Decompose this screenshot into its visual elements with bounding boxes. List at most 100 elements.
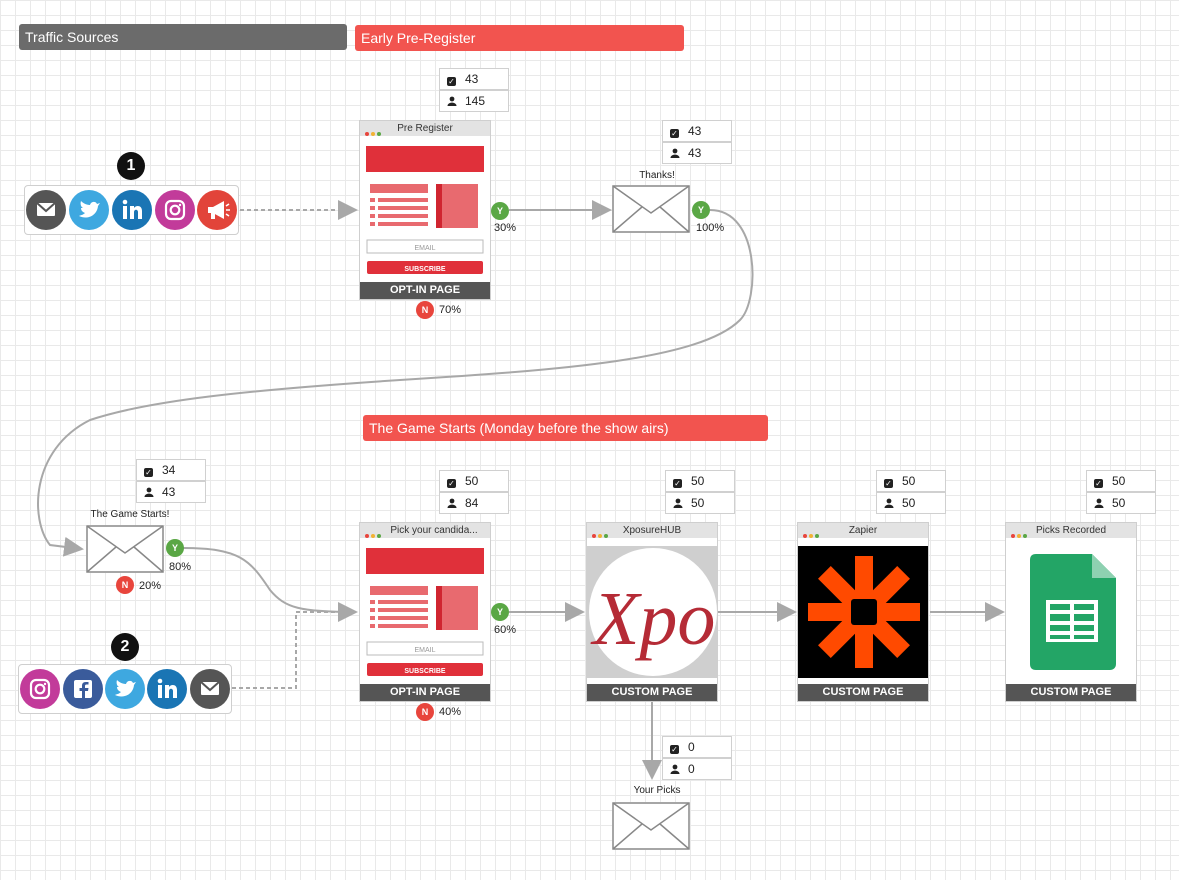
- user-icon: [144, 487, 154, 497]
- yes-percentage: 60%: [494, 624, 517, 636]
- page-type-label: CUSTOM PAGE: [798, 684, 928, 701]
- svg-text:EMAIL: EMAIL: [414, 647, 435, 654]
- linkedin-icon[interactable]: [112, 190, 152, 230]
- yes-percentage: 30%: [494, 222, 517, 234]
- banner-traffic-sources[interactable]: Traffic Sources: [19, 24, 347, 50]
- page-title: Picks Recorded: [1035, 525, 1107, 536]
- email-node-label: Thanks!: [639, 170, 675, 181]
- user-icon: [670, 764, 680, 774]
- checkbox-icon: ✓: [884, 479, 893, 488]
- stat-checked: ✓43: [662, 120, 732, 142]
- user-icon: [673, 498, 683, 508]
- dashed-connector-traffic-2: [232, 611, 356, 689]
- page-titlebar: XposureHUB: [587, 523, 717, 538]
- no-percentage: 70%: [439, 304, 462, 316]
- stat-people: 43: [136, 481, 206, 503]
- twitter-icon[interactable]: [105, 669, 145, 709]
- xposurehub-logo: Xpo: [587, 546, 717, 678]
- page-type-label: CUSTOM PAGE: [1006, 684, 1136, 701]
- user-icon: [1094, 498, 1104, 508]
- page-titlebar: Pre Register: [360, 121, 490, 136]
- no-badge[interactable]: N: [416, 703, 434, 721]
- svg-text:SUBSCRIBE: SUBSCRIBE: [404, 266, 446, 273]
- step-marker-2: 2: [111, 633, 139, 661]
- svg-text:Xpo: Xpo: [590, 577, 715, 661]
- page-titlebar: Zapier: [798, 523, 928, 538]
- svg-text:EMAIL: EMAIL: [414, 245, 435, 252]
- stat-checked: ✓50: [665, 470, 735, 492]
- page-node-picks-recorded[interactable]: Picks Recorded CUSTOM PAGE: [1005, 522, 1137, 702]
- optin-page-thumbnail: EMAIL SUBSCRIBE: [366, 146, 484, 274]
- user-icon: [447, 96, 457, 106]
- email-node-your-picks[interactable]: [612, 802, 690, 850]
- checkbox-icon: ✓: [447, 479, 456, 488]
- email-node-label: The Game Starts!: [90, 509, 170, 520]
- page-node-pre-register[interactable]: Pre Register EMAIL SUBSCRIBE OPT-IN PAGE: [359, 120, 491, 300]
- banner-game-starts[interactable]: The Game Starts (Monday before the show …: [363, 415, 768, 441]
- email-node-game-starts[interactable]: [86, 525, 164, 573]
- megaphone-icon[interactable]: [197, 190, 237, 230]
- stat-checked: ✓43: [439, 68, 509, 90]
- linkedin-icon[interactable]: [147, 669, 187, 709]
- email-icon[interactable]: [26, 190, 66, 230]
- yes-badge[interactable]: Y: [491, 603, 509, 621]
- page-title: Zapier: [848, 525, 878, 536]
- yes-badge[interactable]: Y: [166, 539, 184, 557]
- page-title: XposureHUB: [622, 525, 682, 536]
- yes-badge[interactable]: Y: [692, 201, 710, 219]
- no-percentage: 20%: [139, 580, 162, 592]
- traffic-source-group-2[interactable]: [18, 664, 232, 714]
- stat-people: 0: [662, 758, 732, 780]
- checkbox-icon: ✓: [670, 129, 679, 138]
- page-node-zapier[interactable]: Zapier CUSTOM PAGE: [797, 522, 929, 702]
- connector-gamestarts-to-pick: [182, 547, 358, 622]
- page-titlebar: Picks Recorded: [1006, 523, 1136, 538]
- connector-thanks-to-gamestarts: [37, 209, 754, 557]
- window-dots: [803, 528, 821, 538]
- instagram-icon[interactable]: [155, 190, 195, 230]
- email-node-label: Your Picks: [633, 785, 681, 796]
- user-icon: [447, 498, 457, 508]
- page-title: Pick your candida...: [390, 525, 478, 536]
- stat-people: 43: [662, 142, 732, 164]
- stat-checked: ✓50: [876, 470, 946, 492]
- page-type-label: CUSTOM PAGE: [587, 684, 717, 701]
- email-node-thanks[interactable]: [612, 185, 690, 233]
- window-dots: [1011, 528, 1029, 538]
- page-type-label: OPT-IN PAGE: [360, 282, 490, 299]
- page-node-pick-candidate[interactable]: Pick your candida... EMAIL SUBSCRIBE OPT…: [359, 522, 491, 702]
- optin-page-thumbnail: EMAIL SUBSCRIBE: [366, 548, 484, 676]
- facebook-icon[interactable]: [63, 669, 103, 709]
- yes-percentage: 80%: [169, 561, 192, 573]
- stat-people: 50: [1086, 492, 1156, 514]
- google-sheets-icon: [1030, 554, 1116, 670]
- twitter-icon[interactable]: [69, 190, 109, 230]
- stat-people: 50: [665, 492, 735, 514]
- email-icon[interactable]: [190, 669, 230, 709]
- banner-early-pre-register[interactable]: Early Pre-Register: [355, 25, 684, 51]
- zapier-logo: [798, 546, 928, 678]
- user-icon: [884, 498, 894, 508]
- page-type-label: OPT-IN PAGE: [360, 684, 490, 701]
- page-node-xposurehub[interactable]: XposureHUB Xpo CUSTOM PAGE: [586, 522, 718, 702]
- checkbox-icon: ✓: [447, 77, 456, 86]
- window-dots: [365, 528, 383, 538]
- yes-percentage: 100%: [696, 222, 725, 234]
- no-badge[interactable]: N: [116, 576, 134, 594]
- yes-badge[interactable]: Y: [491, 202, 509, 220]
- checkbox-icon: ✓: [673, 479, 682, 488]
- checkbox-icon: ✓: [1094, 479, 1103, 488]
- checkbox-icon: ✓: [144, 468, 153, 477]
- stat-checked: ✓0: [662, 736, 732, 758]
- instagram-icon[interactable]: [20, 669, 60, 709]
- stat-people: 50: [876, 492, 946, 514]
- page-title: Pre Register: [397, 123, 453, 134]
- no-badge[interactable]: N: [416, 301, 434, 319]
- traffic-source-group-1[interactable]: [24, 185, 239, 235]
- checkbox-icon: ✓: [670, 745, 679, 754]
- stat-people: 84: [439, 492, 509, 514]
- stat-checked: ✓50: [1086, 470, 1156, 492]
- stat-checked: ✓34: [136, 459, 206, 481]
- step-marker-1: 1: [117, 152, 145, 180]
